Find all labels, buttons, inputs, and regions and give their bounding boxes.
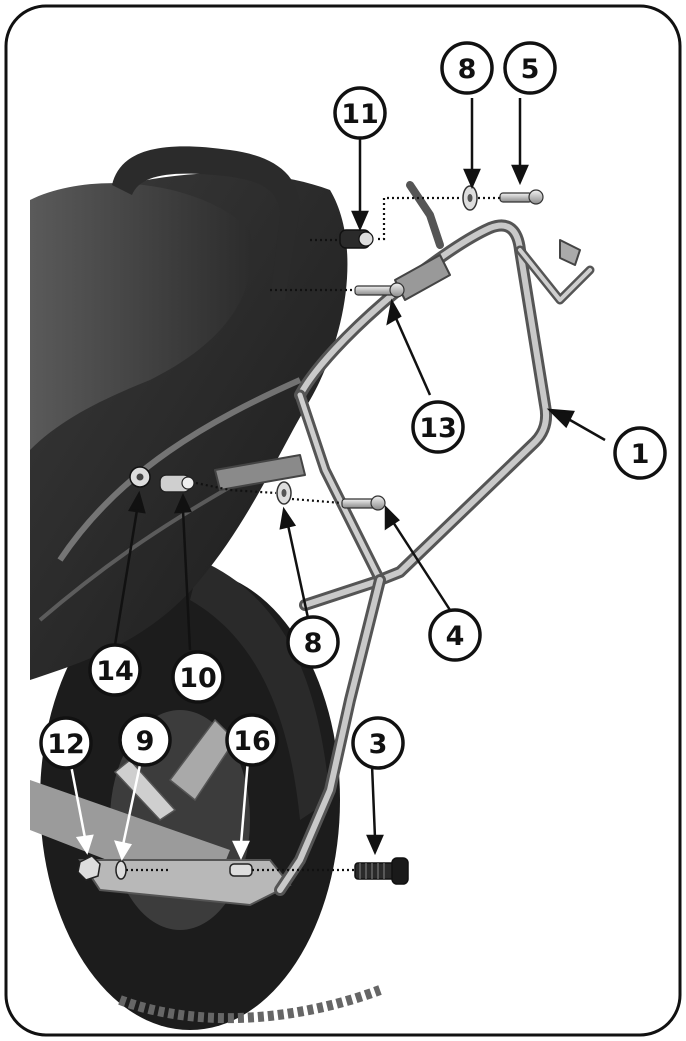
callout-label: 13 — [419, 413, 457, 444]
callout-label: 11 — [341, 99, 379, 130]
callout-8-mid: 8 — [286, 615, 340, 669]
callout-label: 5 — [521, 54, 540, 85]
pannier-frame — [214, 181, 595, 896]
callout-14: 14 — [88, 643, 142, 697]
leader-arrows — [113, 98, 606, 856]
callout-label: 16 — [233, 726, 271, 757]
callout-label: 1 — [631, 439, 650, 470]
callout-label: 12 — [47, 729, 85, 760]
leader-arrows-white — [68, 759, 250, 861]
callout-11: 11 — [333, 86, 387, 140]
callout-label: 8 — [304, 628, 323, 659]
callout-label: 8 — [458, 54, 477, 85]
assembly-lines — [126, 196, 500, 872]
callout-4: 4 — [428, 608, 482, 662]
callout-10: 10 — [171, 650, 225, 704]
callout-label: 10 — [179, 663, 217, 694]
callout-8-top: 8 — [440, 41, 494, 95]
mudguard — [190, 560, 330, 820]
callout-5: 5 — [503, 41, 557, 95]
callout-label: 4 — [446, 621, 465, 652]
callout-13: 13 — [411, 400, 465, 454]
callout-9: 9 — [118, 713, 172, 767]
callout-12: 12 — [39, 716, 93, 770]
hardware — [77, 185, 544, 885]
callout-16: 16 — [225, 713, 279, 767]
callout-label: 9 — [136, 726, 155, 757]
callout-label: 14 — [96, 656, 134, 687]
grab-handle — [112, 146, 300, 300]
callout-3: 3 — [351, 716, 405, 770]
callout-label: 3 — [369, 729, 388, 760]
frame-border — [4, 4, 682, 1037]
seat — [30, 183, 252, 450]
callout-1: 1 — [613, 426, 667, 480]
